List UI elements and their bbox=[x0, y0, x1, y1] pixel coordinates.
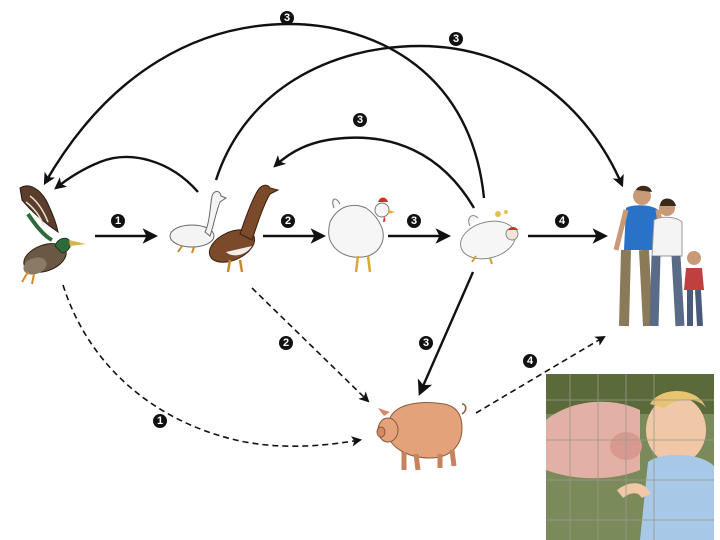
svg-text:1: 1 bbox=[157, 415, 163, 427]
step-marker: 4 bbox=[555, 214, 569, 228]
svg-text:3: 3 bbox=[411, 215, 417, 227]
step-marker: 3 bbox=[280, 11, 294, 25]
arrow-goose-to-pig bbox=[252, 288, 368, 401]
wild-duck-icon bbox=[20, 186, 86, 284]
svg-text:1: 1 bbox=[115, 215, 121, 227]
svg-text:4: 4 bbox=[559, 215, 566, 227]
step-marker: 1 bbox=[153, 414, 167, 428]
arrow-sick-chicken-to-wild-duck bbox=[45, 24, 484, 198]
step-marker: 1 bbox=[111, 214, 125, 228]
svg-text:3: 3 bbox=[357, 114, 363, 126]
arrow-sick-chicken-to-goose bbox=[275, 138, 474, 208]
step-marker: 3 bbox=[353, 113, 367, 127]
arrow-sick-chicken-to-pig bbox=[420, 272, 473, 393]
step-marker: 3 bbox=[419, 336, 433, 350]
step-marker: 4 bbox=[523, 354, 537, 368]
step-marker: 3 bbox=[407, 214, 421, 228]
arrow-goose-to-wild-duck bbox=[56, 157, 198, 192]
svg-text:3: 3 bbox=[453, 33, 459, 45]
step-marker: 2 bbox=[279, 336, 293, 350]
svg-text:2: 2 bbox=[283, 337, 289, 349]
step-marker: 2 bbox=[281, 214, 295, 228]
domestic-goose-duck-icon bbox=[170, 185, 278, 272]
step-marker: 3 bbox=[449, 32, 463, 46]
pig-icon bbox=[377, 403, 466, 470]
arrow-wild-duck-to-pig bbox=[63, 285, 360, 446]
svg-text:4: 4 bbox=[527, 355, 534, 367]
child-and-pig-photo bbox=[546, 374, 714, 540]
chicken-icon bbox=[329, 198, 395, 273]
human-family-icon bbox=[616, 186, 704, 326]
sick-chicken-icon bbox=[456, 210, 519, 265]
svg-text:3: 3 bbox=[284, 12, 290, 24]
svg-text:2: 2 bbox=[285, 215, 291, 227]
svg-text:3: 3 bbox=[423, 337, 429, 349]
